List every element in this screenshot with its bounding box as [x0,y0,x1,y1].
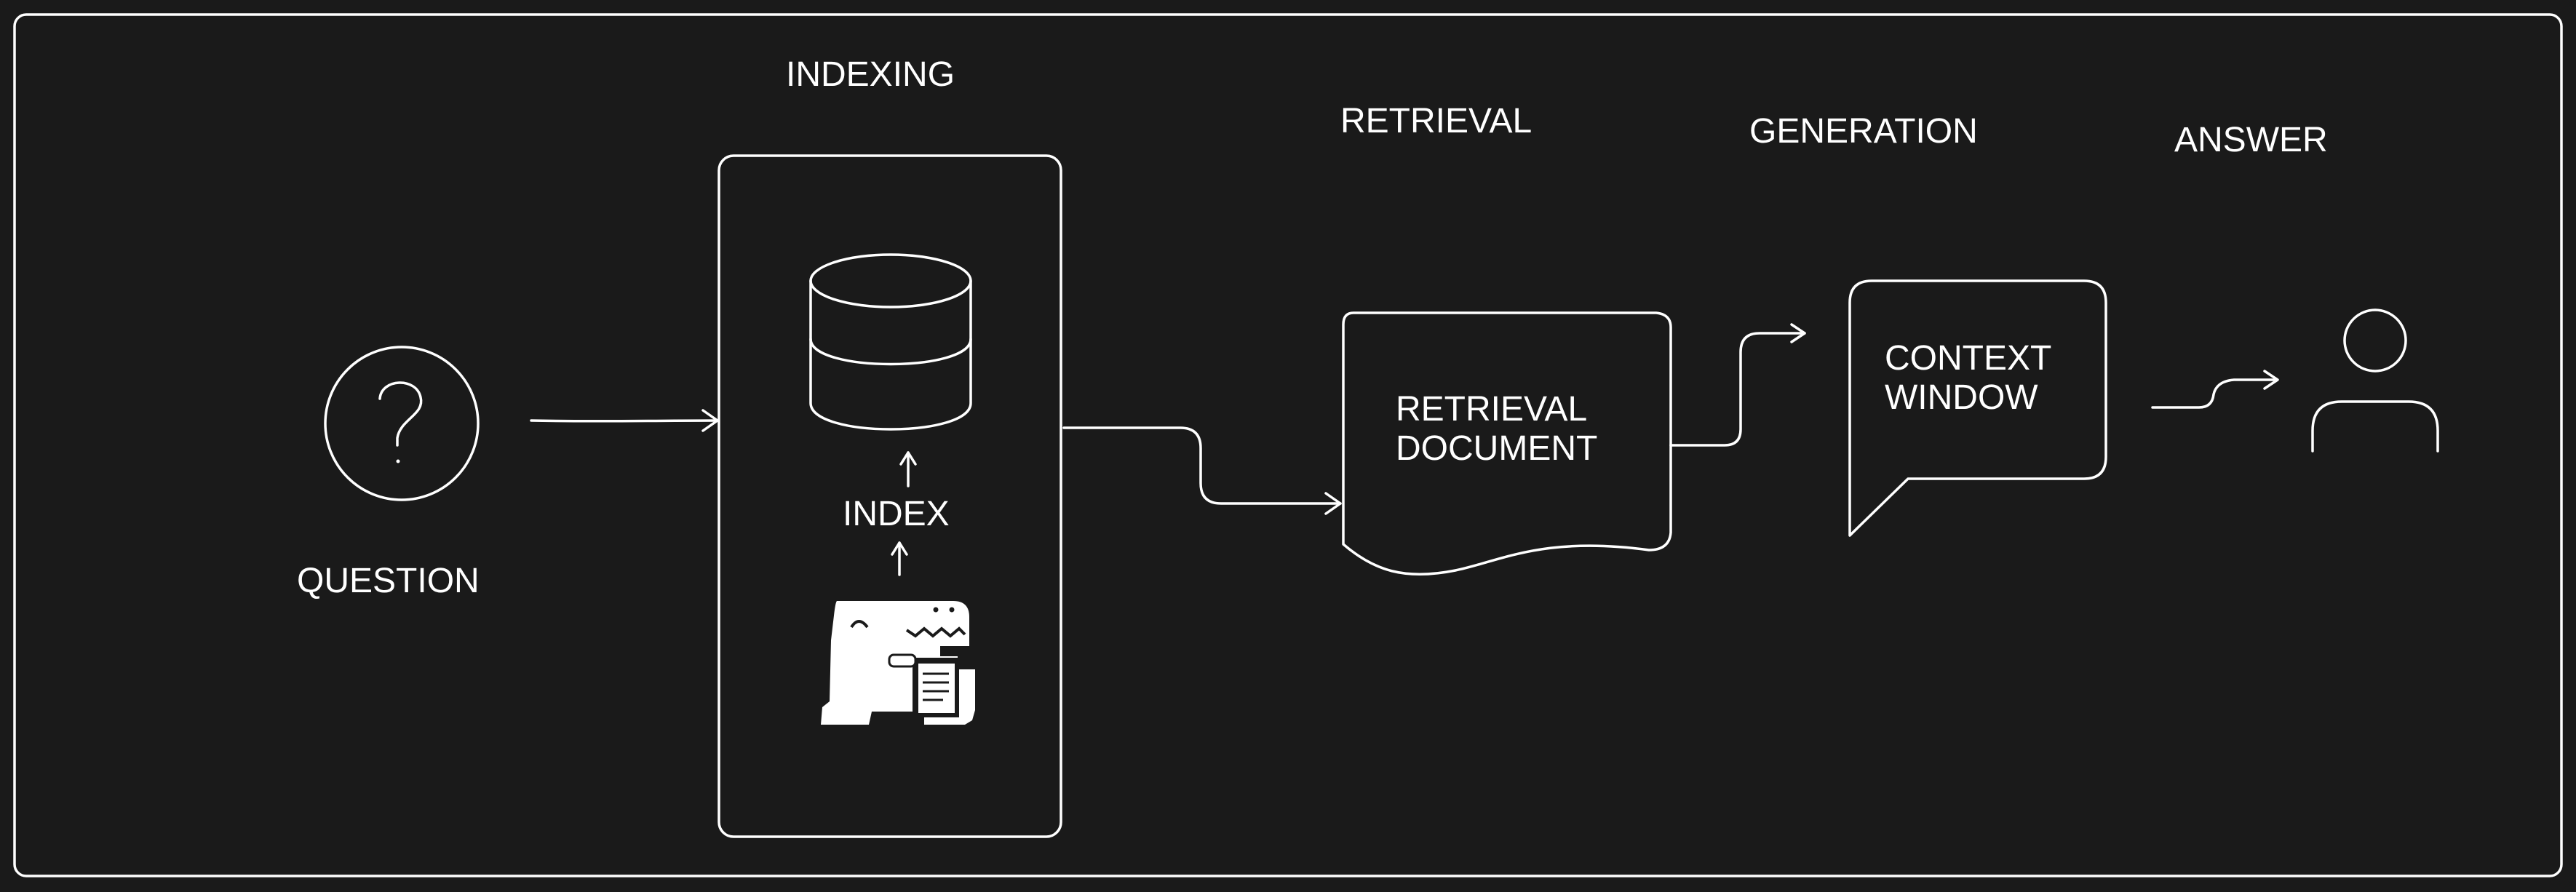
section-heading-generation: GENERATION [1749,112,1978,151]
outer-frame [13,13,2563,877]
section-heading-retrieval: RETRIEVAL [1340,102,1532,140]
question-label: QUESTION [297,562,480,600]
dinosaur-mascot-icon [821,601,975,725]
arrow-retrieval-to-generation [1669,323,1806,447]
context-window-bubble [1848,279,2107,537]
index-label: INDEX [843,495,950,533]
arrow-generation-to-answer [2151,370,2279,409]
user-icon [2311,308,2439,453]
section-heading-answer: ANSWER [2174,121,2328,159]
question-circle [324,346,480,501]
context-window-line1: CONTEXT [1885,339,2051,378]
arrow-index-to-database [899,451,917,487]
retrieval-document-line1: RETRIEVAL [1396,390,1587,429]
question-icon-group [324,346,480,501]
retrieval-document-shape [1342,311,1672,576]
arrow-mascot-to-index [891,541,908,576]
section-heading-indexing: INDEXING [786,55,955,94]
retrieval-document-line2: DOCUMENT [1396,429,1597,468]
question-mark-icon [378,381,423,463]
database-icon [809,253,972,431]
arrow-question-to-indexing [530,409,719,432]
indexing-container [717,154,1062,838]
context-window-line2: WINDOW [1885,378,2038,417]
arrow-indexing-to-retrieval [1062,426,1342,515]
